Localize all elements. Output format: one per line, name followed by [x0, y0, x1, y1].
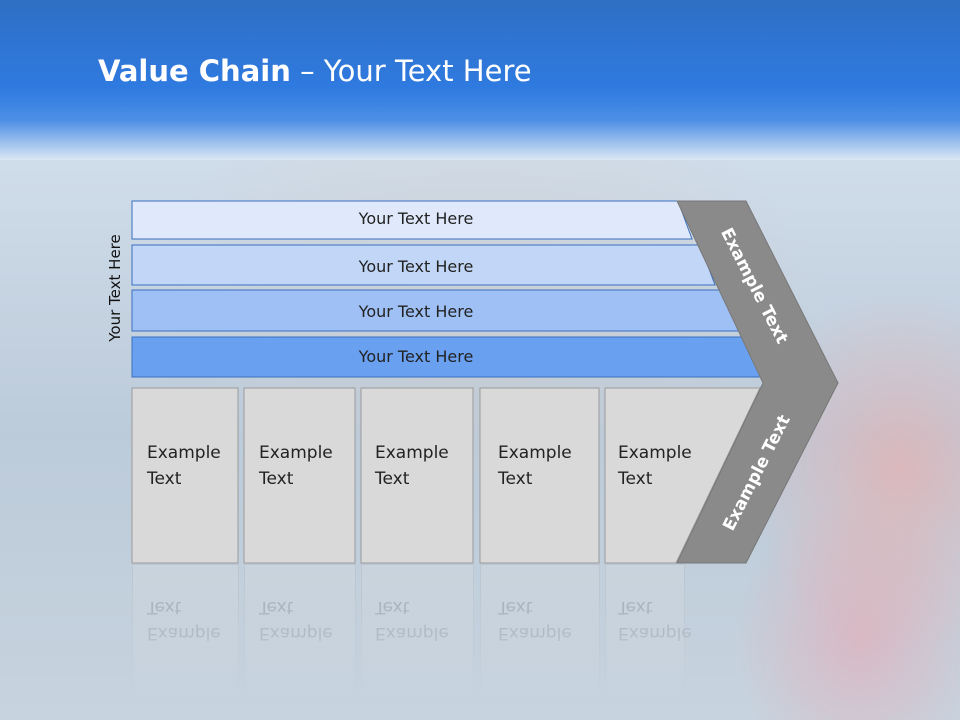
box-3-line1: Example — [375, 443, 449, 463]
box-2 — [243, 387, 356, 564]
bar-1 — [131, 200, 693, 240]
header-band — [0, 0, 960, 160]
box-4-line1: Example — [498, 443, 572, 463]
box-1-line1: Example — [147, 443, 221, 463]
box-4 — [479, 387, 600, 564]
box-5-line2: Text — [618, 469, 653, 489]
box-5 — [604, 387, 761, 564]
box-2-line2: Text — [259, 469, 294, 489]
box-1-text: Example Text — [147, 440, 221, 492]
box-2-text: Example Text — [259, 440, 333, 492]
box-3-line2: Text — [375, 469, 410, 489]
bar-4-label: Your Text Here — [358, 347, 474, 366]
box-5-line1: Example — [618, 443, 692, 463]
box-4-text: Example Text — [498, 440, 572, 492]
box-5-text: Example Text — [618, 440, 692, 492]
bar-2 — [131, 244, 716, 286]
chevron-shape — [676, 200, 839, 564]
box-3-text: Example Text — [375, 440, 449, 492]
box-4-line2: Text — [498, 469, 533, 489]
bar-2-label: Your Text Here — [358, 257, 474, 276]
slide-title: Value Chain – Your Text Here — [98, 54, 532, 88]
title-bold: Value Chain — [98, 54, 291, 88]
box-1-line2: Text — [147, 469, 182, 489]
box-1 — [131, 387, 239, 564]
bar-3-label: Your Text Here — [358, 302, 474, 321]
bar-1-label: Your Text Here — [358, 209, 474, 228]
box-2-line1: Example — [259, 443, 333, 463]
box-3 — [360, 387, 474, 564]
title-rest: – Your Text Here — [290, 54, 532, 88]
